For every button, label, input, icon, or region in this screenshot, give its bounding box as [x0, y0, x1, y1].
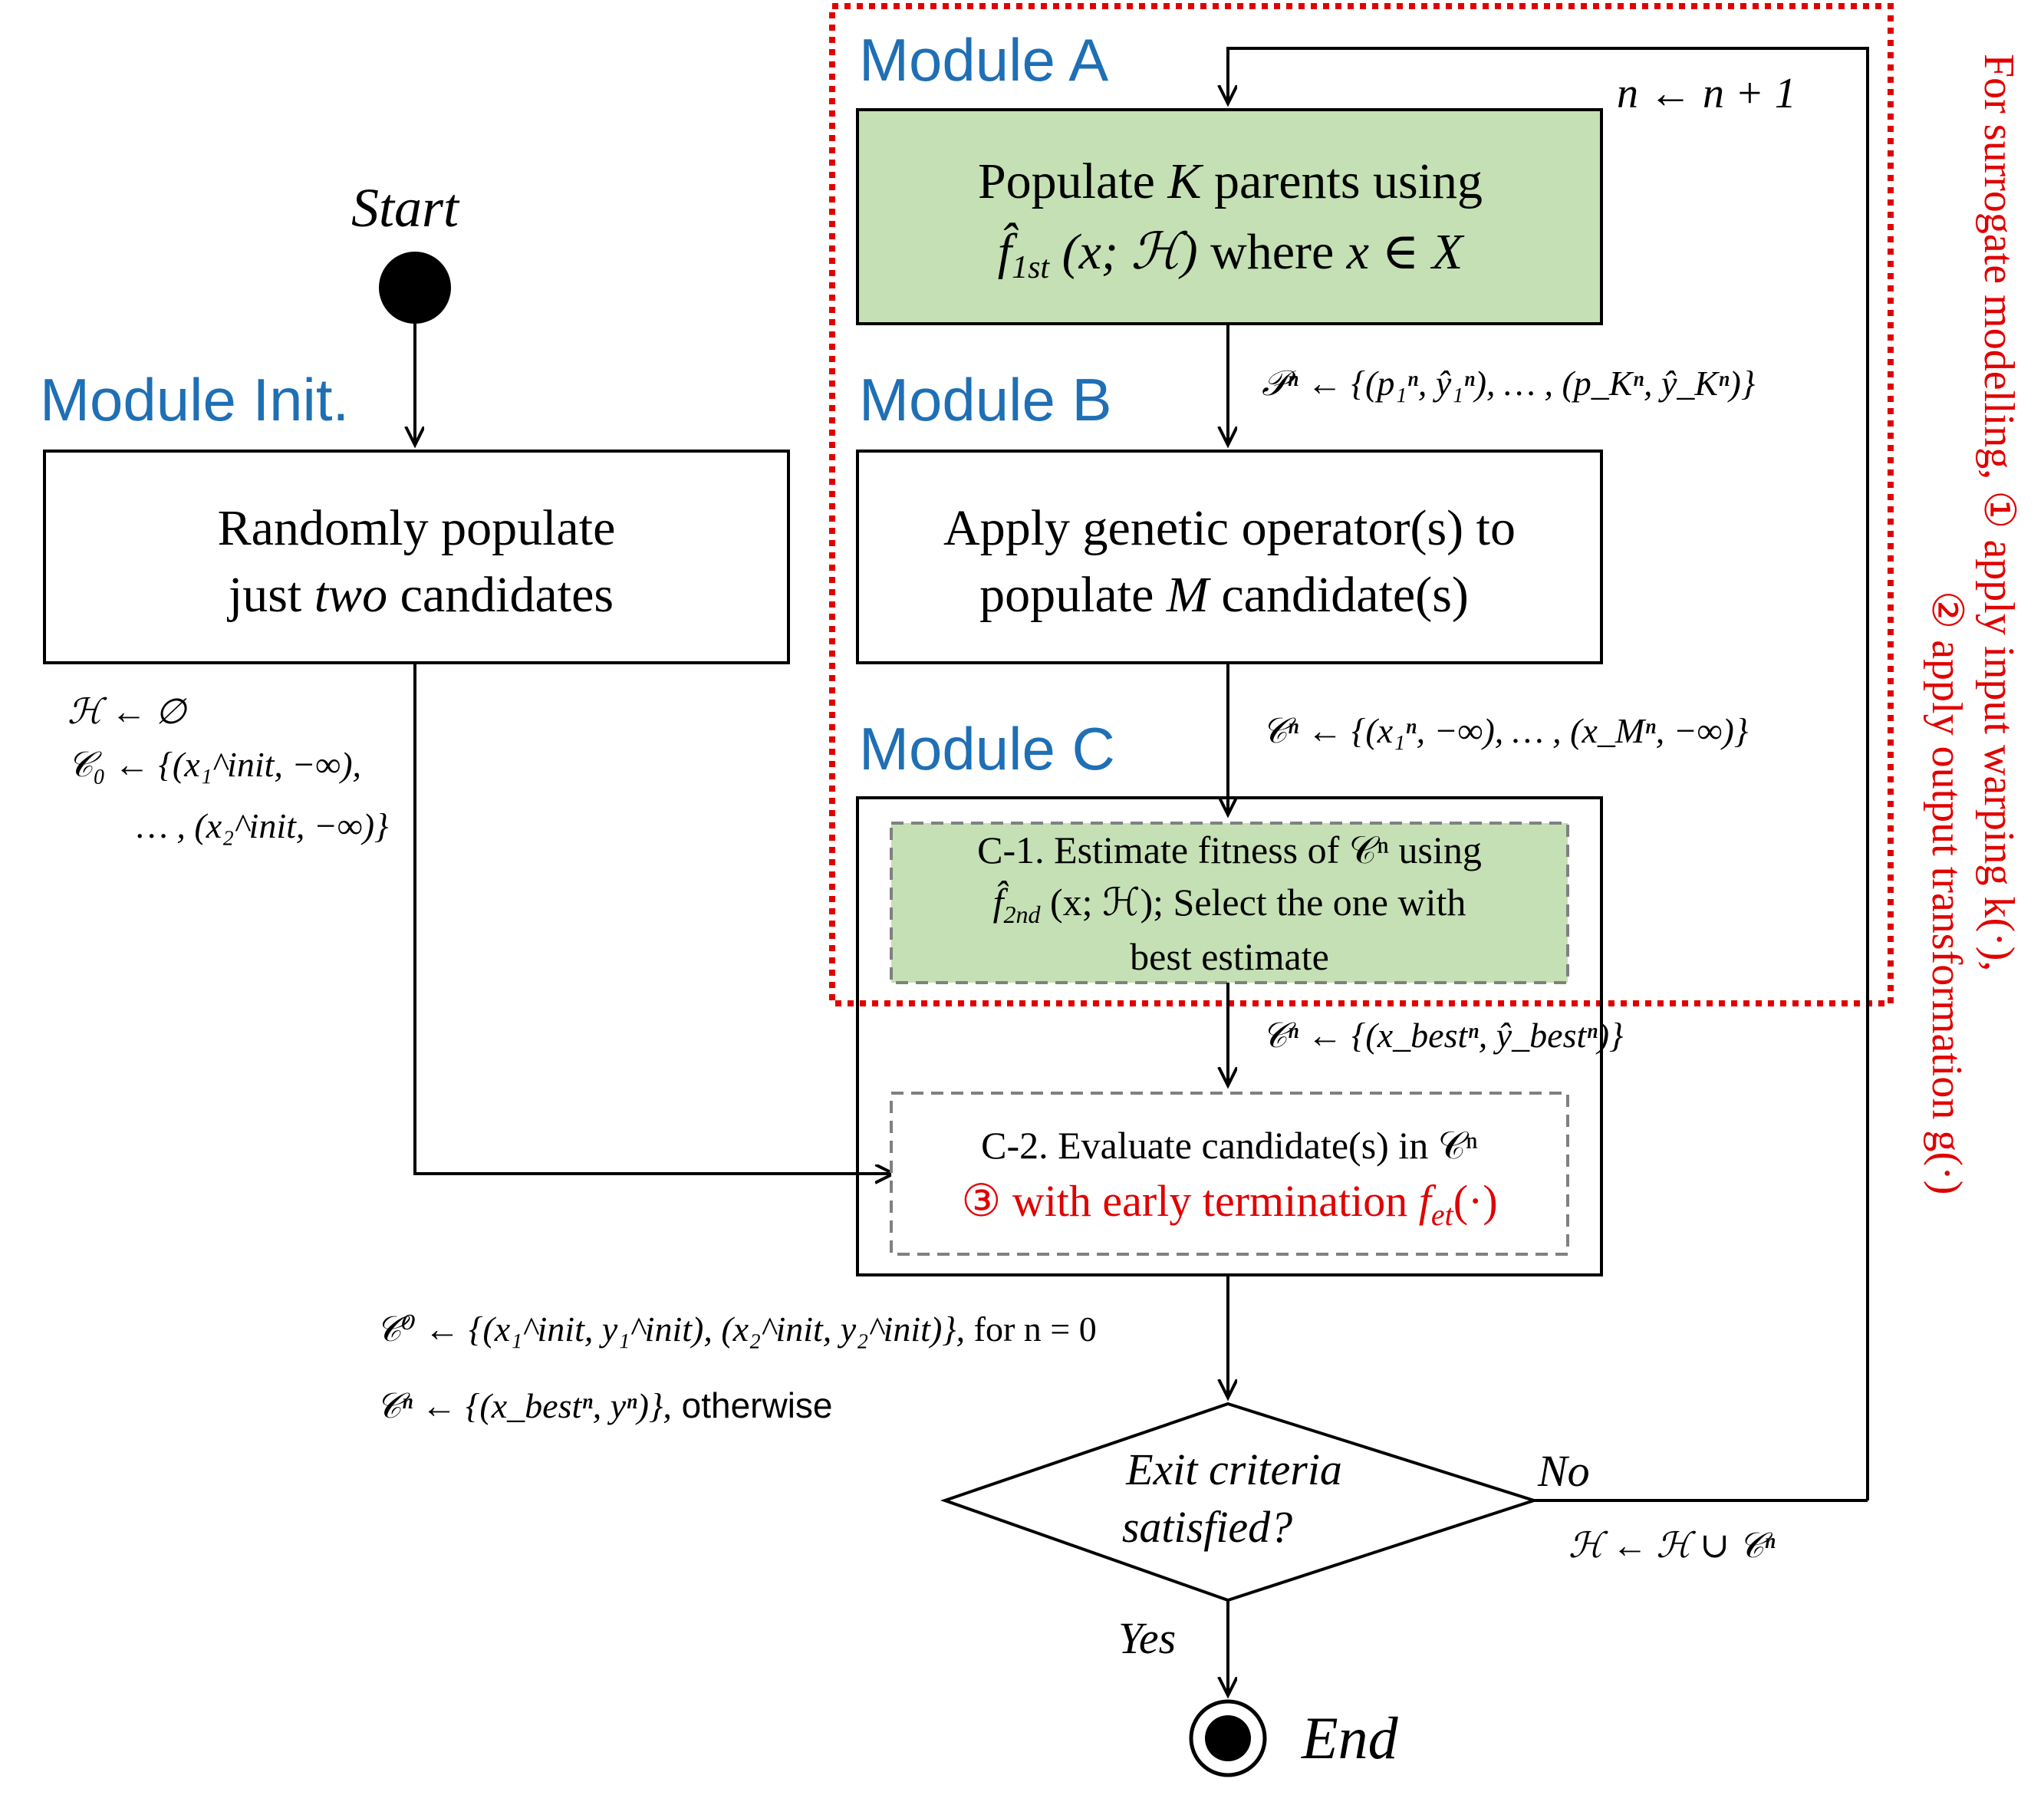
module-c-label: Module C	[859, 715, 1115, 782]
eval-cn-annotation: 𝒞ⁿ ← {(x_bestⁿ, yⁿ)}, otherwise	[376, 1385, 833, 1425]
no-label: No	[1537, 1446, 1590, 1496]
c-set-best-annotation: 𝒞ⁿ ← {(x_bestⁿ, ŷ_bestⁿ)}	[1262, 1016, 1623, 1055]
init-box-line2: just two candidates	[227, 567, 614, 623]
yes-label: Yes	[1118, 1613, 1176, 1663]
c1-box	[890, 822, 1569, 984]
module-a-label: Module A	[859, 26, 1108, 94]
c1-line2: f̂2nd (x; ℋ); Select the one with	[993, 880, 1466, 928]
eval-c0-annotation: 𝒞⁰ ← {(x₁^init, y₁^init), (x₂^init, y₂^i…	[376, 1309, 1097, 1349]
c2-line2: ③ with early termination fet(·)	[961, 1176, 1497, 1232]
init-c0-annotation-1: 𝒞₀ ← {(x₁^init, −∞),	[67, 745, 361, 784]
module-b-label: Module B	[859, 366, 1112, 433]
side-note-line2: ② apply output transformation g(·)	[1923, 591, 1970, 1194]
module-a-line1: Populate K parents using	[978, 153, 1483, 209]
module-a-box	[856, 108, 1603, 325]
loop-increment-label: n ← n + 1	[1617, 70, 1796, 117]
h-update-annotation: ℋ ← ℋ ∪ 𝒞ⁿ	[1568, 1526, 1776, 1565]
start-label: Start	[351, 177, 460, 239]
start-node	[379, 252, 451, 324]
decision-line1: Exit criteria	[1125, 1444, 1342, 1494]
module-b-line2: populate M candidate(s)	[979, 567, 1469, 623]
end-node-inner	[1205, 1715, 1251, 1761]
c2-line1: C-2. Evaluate candidate(s) in 𝒞ⁿ	[981, 1124, 1478, 1167]
p-set-annotation: 𝒫ⁿ ← {(p₁ⁿ, ŷ₁ⁿ), … , (p_Kⁿ, ŷ_Kⁿ)}	[1262, 364, 1755, 403]
side-note: For surrogate modelling, ① apply input w…	[1923, 54, 2023, 1194]
surrogate-region-border	[829, 3, 1894, 1006]
module-init-label: Module Init.	[40, 366, 349, 433]
init-box	[43, 450, 790, 664]
init-box-line1: Randomly populate	[218, 500, 616, 556]
module-b-box	[856, 450, 1603, 664]
c1-line1: C-1. Estimate fitness of 𝒞ⁿ using	[977, 828, 1482, 871]
module-a-line2: f̂1st (x; ℋ) where x ∈ X	[998, 222, 1465, 285]
c-set-m-annotation: 𝒞ⁿ ← {(x₁ⁿ, −∞), … , (x_Mⁿ, −∞)}	[1262, 711, 1748, 750]
init-c0-annotation-2: … , (x₂^init, −∞)}	[137, 806, 388, 845]
end-label: End	[1301, 1705, 1399, 1771]
init-h-annotation: ℋ ← ∅	[67, 692, 187, 731]
module-b-line1: Apply genetic operator(s) to	[943, 500, 1516, 556]
side-note-line1: For surrogate modelling, ① apply input w…	[1975, 54, 2023, 971]
c2-box	[890, 1092, 1569, 1256]
c1-line3: best estimate	[1130, 935, 1329, 978]
decision-line2: satisfied?	[1122, 1502, 1292, 1552]
